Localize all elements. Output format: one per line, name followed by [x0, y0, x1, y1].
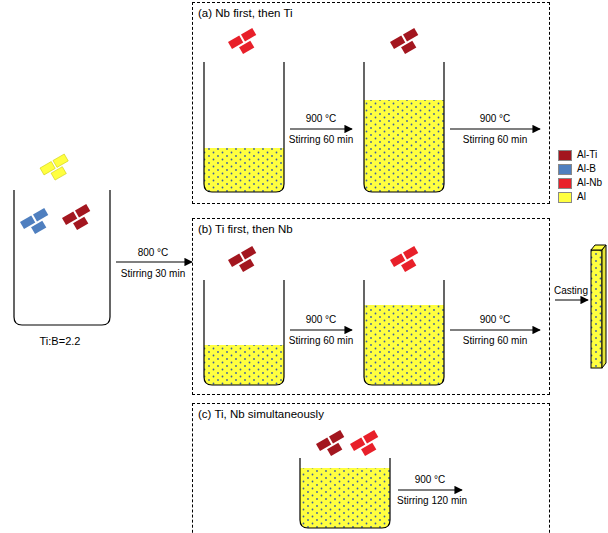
legend: Al-TiAl-B Al-NbAl — [558, 148, 602, 204]
al-b-blocks — [20, 208, 48, 234]
melt — [300, 468, 390, 528]
al-ti-blocks — [228, 246, 256, 272]
legend-swatch — [558, 150, 572, 161]
al-blocks — [40, 154, 68, 180]
condition-label: Stirring 60 min — [463, 134, 527, 146]
route-box: (a) Nb first, then Ti — [192, 2, 550, 204]
node-title: Ti:B=2.2 — [40, 335, 81, 350]
legend-text: Al-B — [577, 163, 596, 175]
condition-label: 900 °C — [306, 314, 337, 326]
process-arrow — [116, 261, 192, 262]
condition-label: 900 °C — [415, 474, 446, 486]
condition-label: Stirring 120 min — [397, 495, 467, 507]
legend-swatch — [558, 178, 572, 189]
casting-arrow — [555, 299, 588, 300]
condition-label: Stirring 60 min — [463, 335, 527, 347]
condition-label: 900 °C — [480, 113, 511, 125]
al-nb-blocks — [390, 246, 418, 272]
melt — [204, 148, 284, 192]
legend-entry: Al — [558, 190, 602, 204]
al-ti-blocks — [390, 28, 418, 54]
legend-text: Al — [577, 191, 586, 203]
step-arrow — [398, 489, 462, 490]
condition-label: 900 °C — [306, 113, 337, 125]
cast-ingot-side — [602, 245, 606, 368]
crucible — [204, 62, 284, 192]
legend-entry: Al-B — [558, 162, 602, 176]
node-title: (b) Ti first, then Nb — [193, 219, 298, 239]
condition-label: Stirring 60 min — [289, 335, 353, 347]
al-nb-blocks — [350, 430, 378, 456]
condition-label: 900 °C — [480, 314, 511, 326]
condition-label: 800 °C — [138, 247, 169, 259]
cast-ingot — [591, 250, 602, 368]
crucible — [300, 458, 390, 528]
route-box: (c) Ti, Nb simultaneously — [192, 403, 550, 533]
node-title: (a) Nb first, then Ti — [193, 3, 298, 23]
start-crucible: Ti:B=2.2 — [6, 150, 114, 350]
step-arrow — [450, 128, 540, 129]
step-arrow — [290, 128, 352, 129]
route-box: (b) Ti first, then Nb — [192, 218, 550, 395]
crucible — [14, 190, 110, 325]
legend-entry: Al-Ti — [558, 148, 602, 162]
legend-entry: Al-Nb — [558, 176, 602, 190]
condition-label: Stirring 60 min — [289, 134, 353, 146]
al-nb-blocks — [228, 28, 256, 54]
crucible — [204, 280, 284, 385]
al-ti-blocks — [316, 430, 344, 456]
legend-text: Al-Nb — [577, 177, 602, 189]
legend-swatch — [558, 192, 572, 203]
step-arrow — [290, 329, 352, 330]
al-ti-blocks — [62, 204, 90, 230]
crucible — [364, 62, 444, 192]
legend-text: Al-Ti — [577, 149, 597, 161]
step-label: Casting — [554, 285, 588, 297]
melt — [364, 100, 444, 192]
node-title: (c) Ti, Nb simultaneously — [193, 404, 329, 424]
melt — [364, 305, 444, 385]
crucible — [364, 280, 444, 385]
condition-label: Stirring 30 min — [121, 268, 185, 280]
legend-swatch — [558, 164, 572, 175]
step-arrow — [450, 329, 540, 330]
melt — [204, 345, 284, 385]
